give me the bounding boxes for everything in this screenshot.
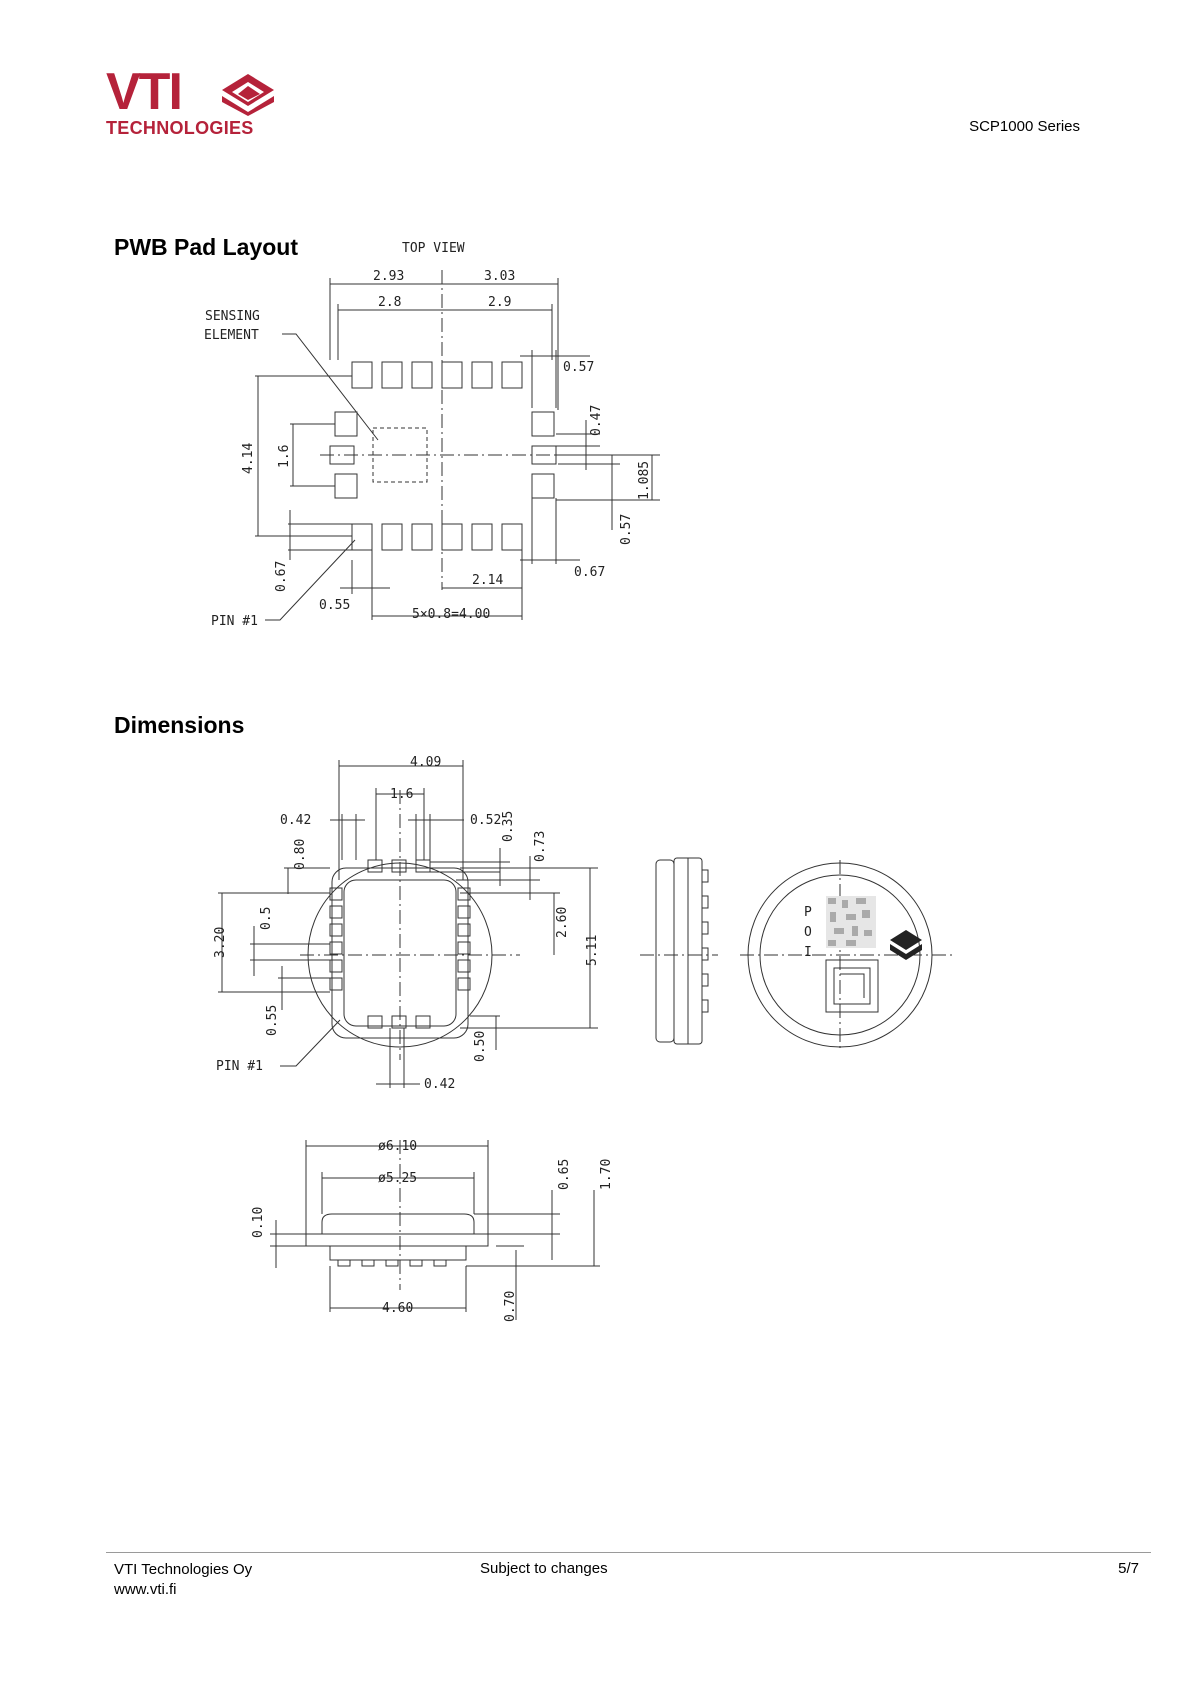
footer-company-block: VTI Technologies Oy www.vti.fi (114, 1560, 252, 1600)
logo-subtitle: TECHNOLOGIES (106, 118, 254, 138)
sensing-label-1: SENSING (205, 309, 260, 324)
dim-2-60: 2.60 (555, 907, 570, 938)
dim-0-50: 0.50 (473, 1031, 488, 1062)
dim-0-67-right: 0.67 (574, 565, 605, 580)
data-matrix-code (826, 896, 876, 948)
vti-logo: VTI TECHNOLOGIES (106, 66, 276, 138)
dim-5-11: 5.11 (585, 935, 600, 966)
pwb-pad-layout-drawing: TOP VIEW SENSING ELEMENT PIN #1 2.93 3.0… (204, 241, 660, 629)
dim-0-42-bottom: 0.42 (424, 1077, 455, 1092)
dim-pin1-label: PIN #1 (216, 1059, 263, 1074)
dim-0-35: 0.35 (501, 811, 516, 842)
dim-0-70: 0.70 (503, 1291, 518, 1322)
dim-2-8: 2.8 (378, 295, 401, 310)
dim-0-55: 0.55 (265, 1005, 280, 1036)
dim-4-60: 4.60 (382, 1301, 413, 1316)
dim-0-80: 0.80 (293, 839, 308, 870)
dimensions-section-title: Dimensions (114, 712, 245, 738)
code-letter-i: I (804, 945, 812, 960)
dim-0-57-bottom: 0.57 (619, 514, 634, 545)
dim-0-73: 0.73 (533, 831, 548, 862)
dim-4-09: 4.09 (410, 755, 441, 770)
sensing-label-2: ELEMENT (204, 328, 259, 343)
dim-0-65: 0.65 (557, 1159, 572, 1190)
top-view-label: TOP VIEW (402, 241, 465, 256)
side-profile-drawing: ø6.10 ø5.25 0.65 1.70 0.10 4.60 0.70 (251, 1139, 614, 1322)
dim-0-42-top: 0.42 (280, 813, 311, 828)
dim-0-47: 0.47 (589, 405, 604, 436)
dim-1-6-top: 1.6 (390, 787, 413, 802)
dim-2-14: 2.14 (472, 573, 503, 588)
dim-2-93: 2.93 (373, 269, 404, 284)
code-letter-p: P (804, 905, 812, 920)
pwb-pin1-label: PIN #1 (211, 614, 258, 629)
dim-0-57-top: 0.57 (563, 360, 594, 375)
dim-0-67-left: 0.67 (274, 561, 289, 592)
footer-website[interactable]: www.vti.fi (114, 1581, 177, 1598)
dim-dia-6-10: ø6.10 (378, 1139, 417, 1154)
cap-logo-icon (890, 930, 922, 960)
footer-divider (106, 1552, 1151, 1553)
dimensions-drawing: 4.09 1.6 0.42 0.52 0.35 0.73 0.80 0.5 3.… (213, 755, 956, 1092)
footer-company: VTI Technologies Oy (114, 1561, 253, 1578)
dim-0-52: 0.52 (470, 813, 501, 828)
dim-3-03: 3.03 (484, 269, 515, 284)
series-label: SCP1000 Series (969, 118, 1080, 135)
code-letter-o: O (804, 925, 812, 940)
logo-word: VTI (106, 63, 183, 121)
page-number: 5/7 (1118, 1560, 1139, 1577)
dim-dia-5-25: ø5.25 (378, 1171, 417, 1186)
dim-0-10: 0.10 (251, 1207, 266, 1238)
dim-3-20: 3.20 (213, 927, 228, 958)
dim-1-085: 1.085 (637, 461, 652, 500)
dim-1-6: 1.6 (277, 445, 292, 468)
dim-0-55: 0.55 (319, 598, 350, 613)
dim-2-9: 2.9 (488, 295, 511, 310)
dim-4-14: 4.14 (241, 443, 256, 474)
footer-notice: Subject to changes (480, 1560, 608, 1577)
dim-5x0-8: 5×0.8=4.00 (412, 607, 490, 622)
logo-mark-icon (222, 74, 274, 116)
dim-0-5: 0.5 (259, 907, 274, 930)
dim-1-70: 1.70 (599, 1159, 614, 1190)
pwb-section-title: PWB Pad Layout (114, 234, 299, 260)
